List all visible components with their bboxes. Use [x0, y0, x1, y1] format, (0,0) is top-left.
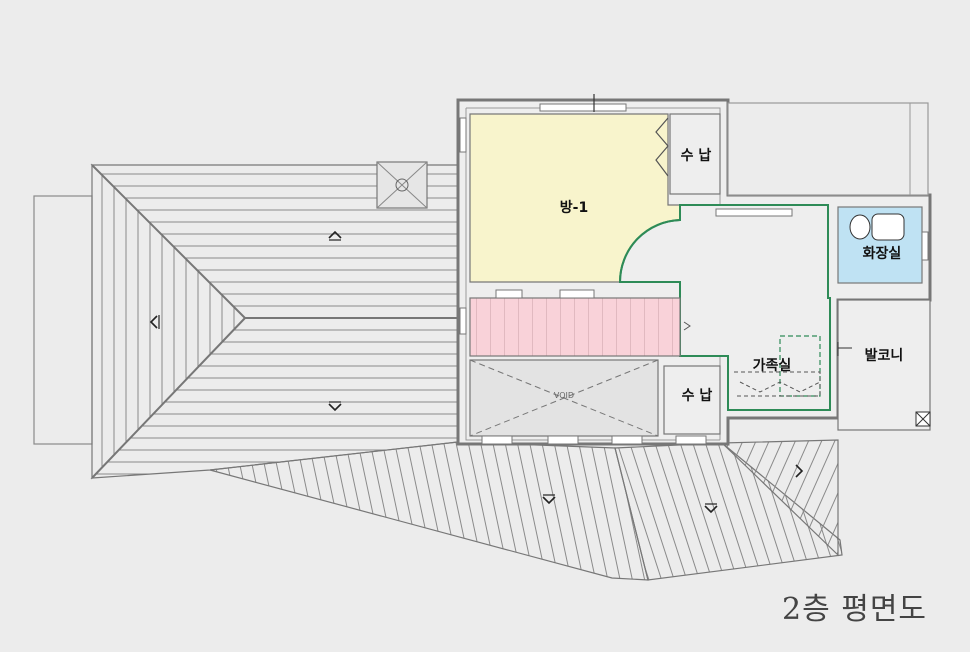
- storage-top-label: 수 납: [681, 147, 712, 164]
- void-label: VOID: [554, 391, 574, 400]
- room-1-label: 방-1: [560, 199, 588, 216]
- storage-bottom-label: 수 납: [682, 387, 713, 404]
- slope-arrow-left-icon: [149, 315, 160, 329]
- slope-arrow-down-icon-3: [704, 503, 718, 514]
- slope-arrow-down-icon: [328, 401, 342, 412]
- balcony-label: 발코니: [865, 347, 904, 364]
- eave-outline: [33, 195, 93, 445]
- balcony: [837, 299, 931, 431]
- terrace-outline: [727, 102, 929, 196]
- roof: [33, 161, 843, 581]
- chimney: [376, 161, 428, 209]
- family-room-label: 가족실: [753, 358, 792, 374]
- drain-icon: [915, 411, 931, 427]
- staircase: [469, 297, 681, 357]
- roof-plane-right: [720, 439, 839, 557]
- slope-arrow-up-icon: [328, 230, 342, 241]
- building: VOID: [456, 94, 932, 446]
- slope-arrow-down-icon-2: [542, 494, 556, 505]
- bathroom-label: 화장실: [863, 245, 902, 262]
- void-area: VOID: [469, 359, 659, 437]
- toilet-icon: [849, 213, 905, 241]
- plan-title: 2층 평면도: [782, 592, 928, 627]
- storage-top: [669, 113, 721, 195]
- storage-bottom: [663, 365, 721, 435]
- roof-plane-front: [209, 441, 649, 581]
- slope-arrow-right-icon: [795, 464, 804, 478]
